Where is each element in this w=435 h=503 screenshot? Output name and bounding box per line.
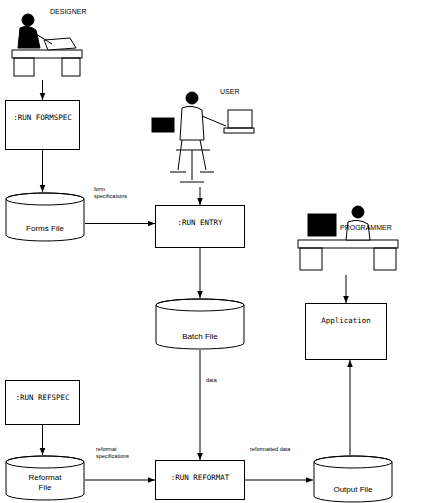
cylinder-top [156, 299, 244, 311]
cylinder-body [156, 299, 244, 349]
desk-drawer [374, 248, 396, 270]
cylinder-outline [5, 192, 85, 242]
file-cylinder: Reformat File [5, 455, 85, 501]
body [180, 106, 204, 140]
flow-label: form specifications [94, 186, 138, 200]
drawing-sheet [44, 38, 76, 50]
arm [36, 34, 52, 44]
file-cylinder: Forms File [5, 192, 85, 242]
file-cylinder: Batch File [155, 298, 245, 350]
papers [152, 118, 174, 132]
desk [298, 240, 398, 248]
flow-label: reformatted data [250, 446, 306, 453]
cylinder-top [314, 456, 392, 468]
role-label: DESIGNER [50, 8, 87, 15]
keyboard [224, 128, 254, 133]
process-box: :RUN REFORMAT [155, 460, 245, 500]
chair [176, 150, 210, 182]
flow-arrow [200, 248, 201, 298]
file-name: Batch File [180, 332, 220, 342]
process-box: :RUN ENTRY [155, 205, 245, 248]
flow-arrow [85, 223, 155, 224]
body [18, 26, 40, 48]
role-label: PROGRAMMER [340, 224, 392, 231]
process-box: :RUN FORMSPEC [5, 100, 80, 150]
command-text: Application [321, 316, 371, 326]
cylinder-body [314, 456, 392, 502]
head [352, 206, 364, 218]
flow-arrow [350, 360, 351, 455]
command-text: :RUN ENTRY [177, 218, 222, 228]
flow-arrow [346, 275, 347, 303]
user-illustration [152, 92, 254, 182]
designer-illustration [12, 14, 82, 76]
command-text: :RUN FORMSPEC [13, 113, 72, 123]
process-box: :RUN REFSPEC [5, 380, 80, 425]
flow-label: reformat specifications [96, 446, 148, 460]
file-cylinder: Output File [313, 455, 393, 503]
cylinder-top [6, 193, 84, 205]
cylinder-outline [155, 298, 245, 350]
arm [202, 116, 226, 126]
desk-drawer [300, 248, 322, 270]
role-label: USER [220, 88, 239, 95]
terminal [308, 214, 336, 236]
head [186, 92, 198, 104]
desk-drawer [14, 58, 34, 76]
cylinder-body [6, 193, 84, 241]
desk [12, 50, 82, 58]
flow-arrow [42, 80, 43, 100]
command-text: :RUN REFORMAT [171, 473, 230, 483]
flow-arrow [245, 480, 313, 481]
process-box: Application [305, 303, 387, 360]
desk-drawer [62, 58, 80, 76]
file-name: Reformat File [25, 473, 65, 493]
cylinder-outline [313, 455, 393, 503]
flow-arrow [85, 480, 155, 481]
cylinder-top [6, 456, 84, 468]
programmer-illustration [298, 206, 398, 270]
flow-arrow [200, 187, 201, 205]
flow-arrow [42, 425, 43, 455]
command-text: :RUN REFSPEC [15, 393, 69, 403]
flow-arrow [42, 150, 43, 192]
file-name: Forms File [25, 224, 65, 234]
flow-arrow [200, 350, 201, 460]
person-figure: DESIGNER [5, 0, 90, 80]
person-figure: USER [145, 82, 255, 187]
file-name: Output File [333, 485, 373, 495]
head [22, 14, 34, 26]
flow-label: data [206, 377, 236, 384]
terminal [228, 110, 252, 128]
cylinder-body [6, 456, 84, 500]
person-figure: PROGRAMMER [290, 195, 405, 275]
